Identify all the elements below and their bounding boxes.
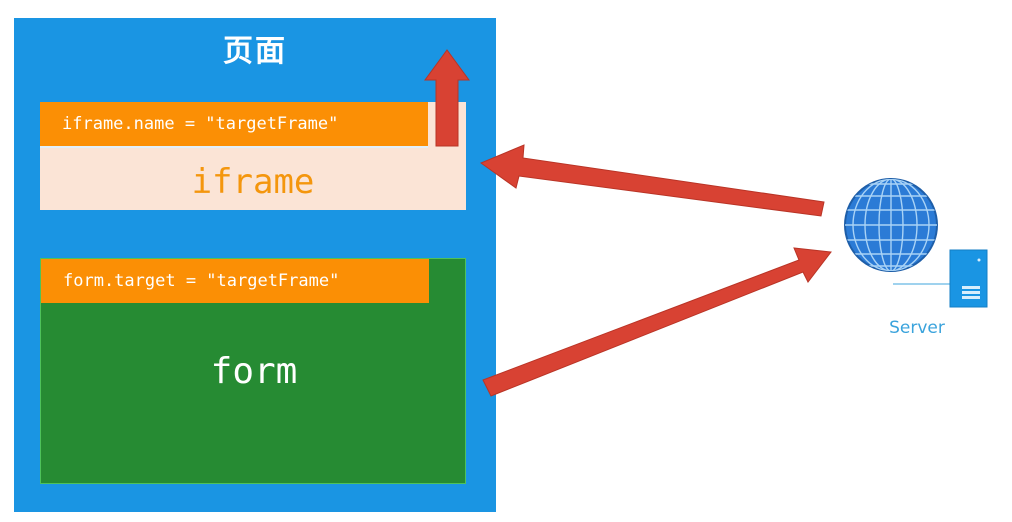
form-target-label: form.target = "targetFrame" [63, 271, 340, 291]
server-box-icon [949, 249, 988, 308]
server-label: Server [889, 318, 945, 338]
form-target-label-bar: form.target = "targetFrame" [41, 259, 429, 303]
page-title: 页面 [223, 34, 287, 69]
arrow-server-to-iframe [479, 144, 825, 217]
iframe-name-label-bar: iframe.name = "targetFrame" [40, 102, 428, 148]
iframe-name-label: iframe.name = "targetFrame" [62, 114, 339, 134]
page-container: 页面 iframe.name = "targetFrame" iframe fo… [14, 18, 496, 512]
globe-icon [844, 178, 938, 272]
form-box: form.target = "targetFrame" form [40, 258, 466, 484]
iframe-title: iframe [191, 162, 315, 202]
iframe-box: iframe.name = "targetFrame" iframe [40, 102, 466, 210]
form-title: form [210, 351, 298, 392]
arrow-form-to-server [482, 247, 832, 397]
